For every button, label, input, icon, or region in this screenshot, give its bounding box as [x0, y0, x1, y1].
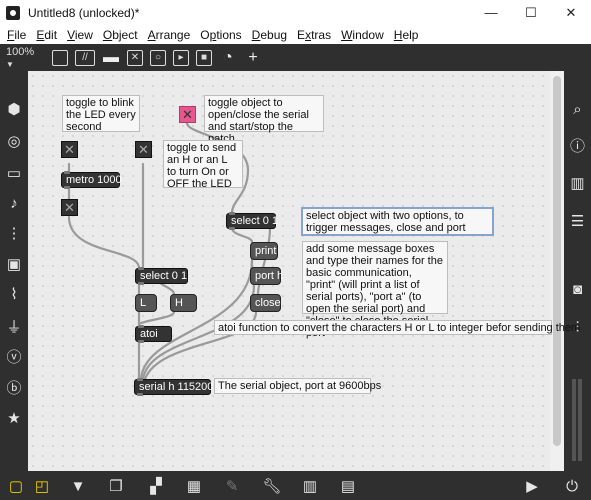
debug-icon[interactable]: ✎	[225, 478, 239, 495]
comment-icon[interactable]: ▬	[103, 48, 119, 66]
add-object-icon[interactable]: +	[248, 48, 258, 66]
menu-view[interactable]: View	[67, 27, 93, 42]
console-icon[interactable]: ▼	[70, 477, 86, 495]
menu-arrange[interactable]: Arrange	[147, 27, 191, 42]
patcher-canvas[interactable]	[28, 71, 564, 471]
book-icon[interactable]: ▥	[570, 175, 585, 192]
paperclip-icon[interactable]: ⌇	[10, 286, 18, 303]
snap-icon[interactable]: ▦	[186, 478, 202, 495]
send-toggle[interactable]: ✕	[135, 141, 152, 158]
close-button[interactable]: ✕	[565, 4, 577, 20]
select-object-led[interactable]: select 0 1	[135, 267, 188, 285]
play-icon[interactable]: ▶	[526, 478, 538, 495]
slider-icon[interactable]: ■	[196, 49, 212, 66]
message-box-icon[interactable]: //	[75, 49, 95, 66]
keyboard-icon[interactable]: ▥	[302, 478, 318, 495]
button-icon[interactable]: ○	[150, 49, 166, 66]
bottom-toolbar: ▢ ◰ ▼ ❐ ▞ ▦ ✎ 🔧︎ ▥ ▤ ▶ ⏻	[0, 471, 591, 500]
title-bar: Untitled8 (unlocked)* — ☐ ✕	[0, 0, 591, 25]
message-L[interactable]: L	[135, 294, 157, 312]
camera-icon[interactable]: ◙	[572, 280, 583, 298]
message-print[interactable]: print	[250, 242, 278, 260]
v-circle-icon[interactable]: ⓥ	[6, 348, 22, 366]
sequencer-icon[interactable]: ⋮	[6, 225, 22, 242]
zoom-level[interactable]: 100% ▼	[6, 45, 35, 69]
bus-icon[interactable]: ▭	[6, 165, 22, 182]
select-object-serial[interactable]: select 0 1	[226, 212, 278, 230]
object-box-icon[interactable]	[52, 49, 68, 66]
menu-extras[interactable]: Extras	[297, 27, 332, 42]
menu-object[interactable]: Object	[102, 27, 138, 42]
grid-icon[interactable]: ▞	[150, 478, 162, 495]
right-sidebar: ⌕ ⓘ ▥ ☰ ◙ ⫶	[564, 71, 591, 471]
serial-toggle[interactable]: ✕	[179, 106, 196, 123]
mixer-icon[interactable]: ⫶	[575, 318, 580, 336]
b-circle-icon[interactable]: ⓑ	[6, 379, 22, 397]
comment-serial-info[interactable]: The serial object, port at 9600bps	[214, 378, 381, 394]
window-title: Untitled8 (unlocked)*	[28, 5, 140, 20]
menu-help[interactable]: Help	[393, 27, 419, 42]
message-close[interactable]: close	[250, 294, 281, 312]
menu-file[interactable]: File	[7, 27, 27, 42]
info-icon[interactable]: ⓘ	[569, 137, 585, 155]
piano-icon[interactable]: ▤	[340, 478, 356, 495]
comment-select-info[interactable]: select object with two options, to trigg…	[301, 207, 494, 236]
message-H[interactable]: H	[170, 294, 197, 312]
power-icon[interactable]: ⏻	[566, 477, 578, 495]
list-icon[interactable]: ☰	[570, 213, 585, 230]
metro-object[interactable]: metro 1000	[61, 171, 122, 189]
menu-edit[interactable]: Edit	[36, 27, 58, 42]
atoi-object[interactable]: atoi	[135, 325, 172, 343]
package-icon[interactable]: ⬢	[7, 101, 21, 118]
image-icon[interactable]: ▣	[6, 256, 22, 273]
comment-atoi-info[interactable]: atoi function to convert the characters …	[214, 320, 580, 335]
plug-icon[interactable]: ⏚	[6, 318, 22, 336]
number-box-icon[interactable]: ▸	[173, 49, 189, 66]
toggle-icon[interactable]: ✕	[127, 49, 143, 66]
dial-icon[interactable]: ◔	[223, 48, 233, 66]
max-app-icon	[6, 5, 20, 20]
star-icon[interactable]: ★	[7, 410, 21, 427]
comment-blink[interactable]: toggle to blink the LED every second	[62, 95, 140, 133]
lock-edit-icon[interactable]: ▢	[8, 478, 24, 495]
wrench-icon[interactable]: 🔧︎	[262, 478, 282, 495]
message-port-h[interactable]: port h	[250, 267, 283, 285]
menu-options[interactable]: Options	[200, 27, 242, 42]
menu-debug[interactable]: Debug	[251, 27, 288, 42]
blink-toggle[interactable]: ✕	[61, 141, 78, 158]
scrollbar-thumb[interactable]	[553, 76, 561, 446]
level-meter-left	[572, 379, 576, 461]
object-toolbar: 100% ▼ // ▬ ✕ ○ ▸ ■ ◔ +	[0, 44, 591, 71]
search-icon[interactable]: ⌕	[573, 100, 582, 118]
comment-toggle-serial[interactable]: toggle object to open/close the serial a…	[204, 95, 324, 145]
maximize-button[interactable]: ☐	[525, 4, 537, 20]
comment-send[interactable]: toggle to send an H or an L to turn On o…	[163, 140, 243, 190]
left-sidebar: ⬢ ◎ ▭ ♪ ⋮ ▣ ⌇ ⏚ ⓥ ⓑ ★	[0, 71, 28, 471]
minimize-button[interactable]: —	[484, 5, 498, 20]
metro-output-toggle[interactable]: ✕	[61, 199, 78, 216]
menu-bar: File Edit View Object Arrange Options De…	[0, 25, 591, 44]
serial-object[interactable]: serial h 115200	[134, 378, 213, 396]
presentation-icon[interactable]: ◰	[34, 478, 50, 495]
comment-message-boxes[interactable]: add some message boxes and type their na…	[302, 241, 448, 339]
menu-window[interactable]: Window	[341, 27, 384, 42]
level-meter-right	[578, 379, 582, 461]
windows-icon[interactable]: ❐	[109, 478, 123, 495]
music-note-icon[interactable]: ♪	[10, 194, 18, 212]
audio-icon[interactable]: ◎	[7, 133, 21, 150]
